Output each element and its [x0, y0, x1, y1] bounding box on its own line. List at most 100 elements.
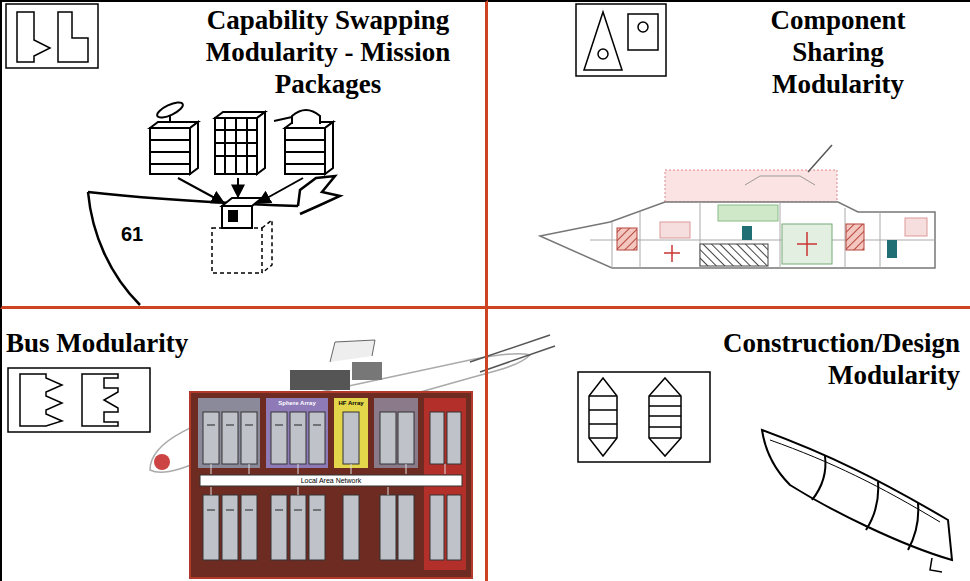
submarine — [352, 362, 382, 380]
submarine — [470, 335, 550, 362]
ship-profile — [700, 244, 768, 266]
sonar-rack-panel — [226, 425, 234, 426]
ship-hull — [262, 220, 272, 273]
sonar-rack-panel — [271, 412, 287, 464]
mission-module — [325, 122, 333, 174]
panel-title: Bus Modularity — [6, 327, 306, 359]
submarine — [290, 370, 350, 390]
mission-module — [150, 151, 190, 153]
modularity-icon — [649, 415, 681, 417]
sonar-rack-panel — [447, 412, 461, 464]
mission-module — [274, 117, 292, 121]
sonar-rack-panel — [343, 495, 359, 560]
modularity-icon — [8, 368, 150, 432]
ship-profile — [887, 240, 897, 258]
ship-profile — [845, 208, 846, 268]
ship-profile — [797, 243, 817, 245]
sonar-rack-panel — [313, 510, 321, 511]
modularity-icon — [576, 4, 666, 76]
quadrant-panel: Component Sharing Modularity — [488, 0, 970, 309]
ship-profile — [880, 212, 881, 268]
modularity-icon — [578, 372, 710, 462]
sonar-rack-panel — [351, 464, 352, 474]
ship-hull — [222, 206, 252, 228]
sonar-rack-panel — [298, 464, 299, 474]
sonar-rack-panel — [207, 425, 215, 426]
sonar-rack-panel — [294, 425, 302, 426]
ship-profile — [780, 202, 781, 268]
modularity-icon — [649, 405, 681, 407]
mission-module — [150, 128, 190, 174]
mission-module — [285, 163, 325, 165]
sonar-rack-panel — [430, 495, 444, 560]
sonar-rack-panel — [290, 412, 306, 464]
sonar-rack-panel — [334, 398, 368, 468]
ship-profile — [782, 224, 832, 264]
sonar-rack-panel — [222, 412, 238, 464]
submarine — [154, 454, 170, 470]
sonar-rack-panel — [203, 412, 219, 464]
sonar-rack-panel — [249, 464, 250, 474]
sonar-rack-panel — [380, 495, 396, 560]
sonar-rack-panel — [226, 510, 234, 511]
sonar-rack-panel — [207, 510, 215, 511]
sonar-rack-panel — [398, 495, 414, 560]
ship-hull — [88, 192, 140, 305]
ship-hull — [212, 228, 262, 273]
mission-module — [150, 139, 190, 141]
modularity-icon — [649, 395, 681, 397]
sonar-rack-panel — [313, 425, 321, 426]
mission-module — [215, 155, 257, 157]
mission-module — [235, 118, 237, 174]
mission-module — [190, 122, 198, 174]
ship-hull — [222, 198, 262, 206]
ship-profile — [742, 226, 752, 240]
mission-module — [292, 110, 320, 124]
submarine — [150, 335, 555, 472]
sonar-rack-panel — [406, 464, 407, 474]
sonar-rack-panel — [445, 464, 446, 474]
ship-hull — [88, 176, 340, 305]
array-label: Sphere Array — [266, 399, 328, 407]
ship-hull — [298, 176, 340, 214]
modularity-icon — [20, 374, 62, 426]
mission-module — [257, 112, 265, 174]
ship-profile — [540, 145, 935, 268]
mission-module — [285, 128, 325, 174]
sonar-rack-panel — [203, 495, 219, 560]
mission-module — [150, 100, 333, 174]
modularity-icon — [638, 22, 648, 32]
modularity-icon — [578, 372, 710, 462]
sonar-rack-panel — [380, 412, 396, 464]
modularity-icon — [628, 14, 658, 50]
sonar-rack-panel — [275, 425, 283, 426]
sonar-rack-panel — [309, 412, 325, 464]
array-label: HF Array — [334, 399, 368, 407]
mission-module — [285, 139, 325, 141]
sonar-rack-panel — [266, 398, 328, 468]
sonar-rack-panel — [309, 495, 325, 560]
network-bus-label: Local Area Network — [200, 476, 462, 485]
modularity-icon — [6, 4, 98, 68]
hull-sections — [770, 440, 940, 522]
sonar-rack-panel — [388, 487, 389, 495]
quadrant-panel: Bus Modularity — [0, 309, 488, 581]
ship-profile — [665, 170, 837, 202]
ship-profile — [590, 240, 935, 241]
sonar-rack-panel — [190, 392, 472, 578]
ship-profile — [660, 222, 690, 238]
mission-module — [215, 118, 257, 174]
ship-profile — [808, 145, 832, 172]
sonar-rack-panel — [298, 487, 299, 495]
modularity-icon — [589, 409, 617, 411]
sonar-rack-panel — [222, 495, 238, 560]
hull-sections — [812, 456, 825, 500]
mission-module — [155, 100, 185, 121]
sonar-rack-panel — [374, 398, 418, 468]
ship-profile — [745, 176, 815, 185]
ship-profile — [905, 218, 927, 236]
mission-module — [215, 129, 257, 131]
quadrant-panel: Construction/Design Modularity — [488, 309, 970, 581]
